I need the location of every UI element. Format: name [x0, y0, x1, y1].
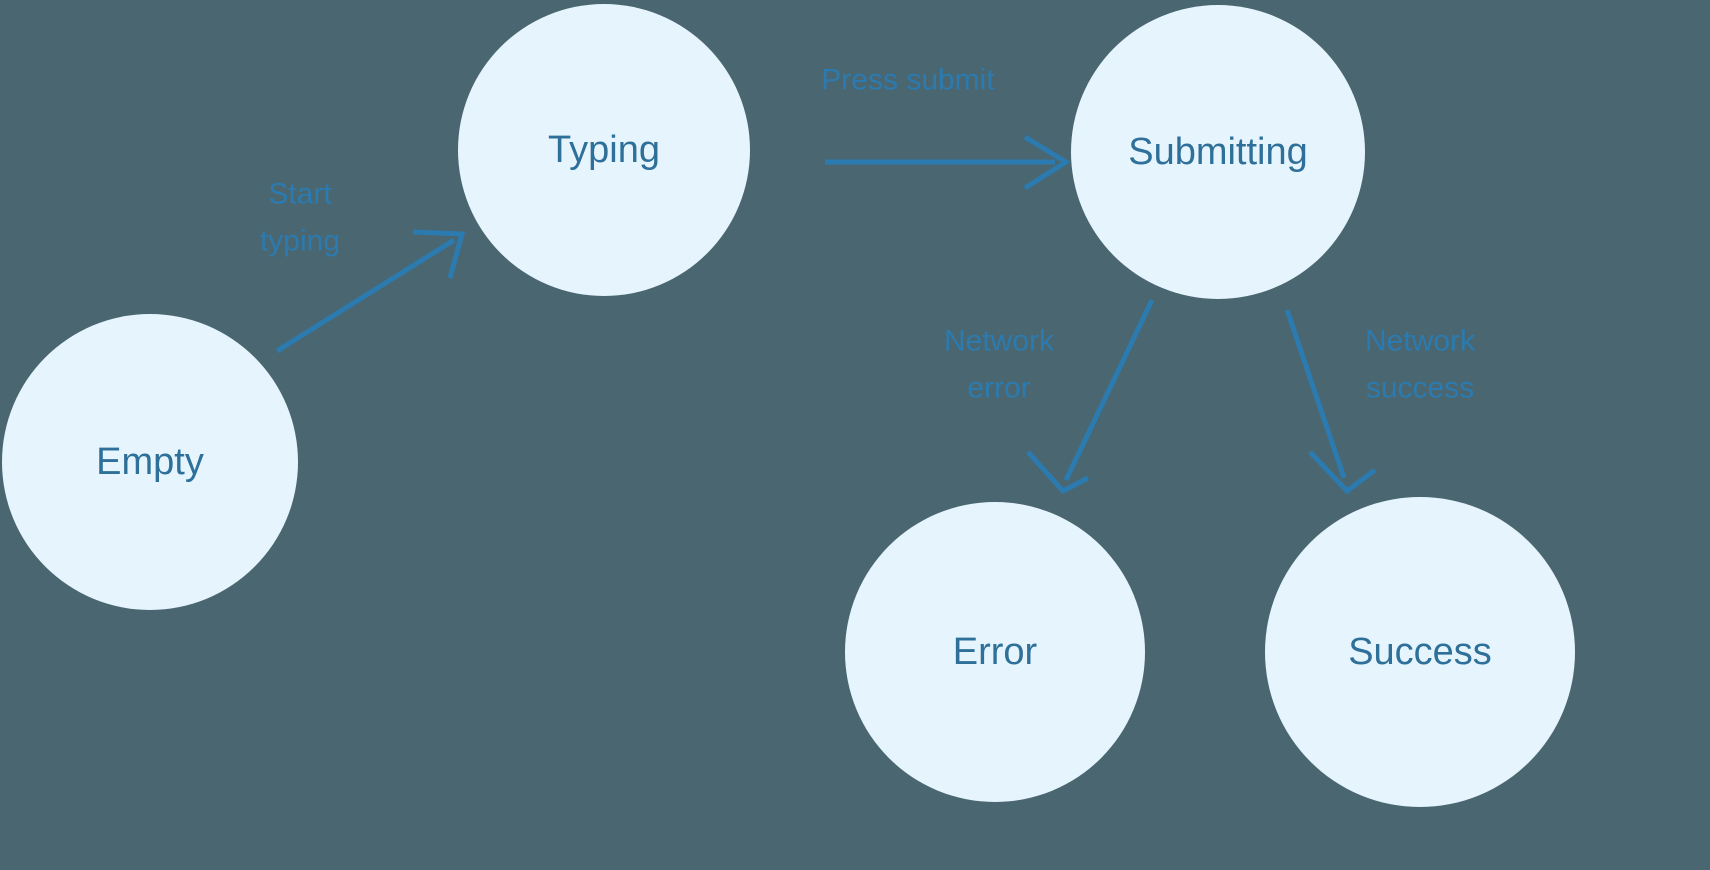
edge-label-network-error-line-1: Network [944, 325, 1055, 358]
node-typing[interactable]: Typing [458, 4, 750, 296]
node-success[interactable]: Success [1265, 497, 1575, 807]
edge-label-start-typing-line-2: typing [260, 225, 340, 258]
node-submitting[interactable]: Submitting [1071, 5, 1365, 299]
edge-empty-to-typing: Start typing [260, 178, 466, 354]
node-typing-label: Typing [548, 129, 660, 171]
edge-line-network-error [1063, 298, 1155, 482]
node-success-label: Success [1348, 631, 1492, 673]
edge-label-network-error-line-2: error [967, 372, 1030, 405]
arrowhead-network-success [1308, 450, 1377, 495]
edge-submitting-to-success: Network success [1284, 309, 1476, 495]
edge-submitting-to-error: Network error [944, 298, 1155, 495]
node-error-label: Error [953, 631, 1038, 673]
node-empty[interactable]: Empty [2, 314, 298, 610]
node-success-circle[interactable] [1265, 497, 1575, 807]
edge-line-network-success-body [1284, 309, 1347, 479]
edge-label-start-typing-line-1: Start [268, 178, 332, 211]
node-typing-circle[interactable] [458, 4, 750, 296]
node-empty-label: Empty [96, 441, 204, 483]
edge-line-start-typing [275, 237, 456, 354]
arrowhead-press-submit [1023, 134, 1071, 191]
node-submitting-label: Submitting [1128, 131, 1308, 173]
arrowhead-start-typing [412, 229, 466, 279]
edge-typing-to-submitting: Press submit [821, 64, 1071, 191]
node-error-circle[interactable] [845, 502, 1145, 802]
node-error[interactable]: Error [845, 502, 1145, 802]
edge-label-press-submit: Press submit [821, 64, 995, 97]
node-submitting-circle[interactable] [1071, 5, 1365, 299]
node-empty-circle[interactable] [2, 314, 298, 610]
edge-label-network-success-line-2: success [1366, 372, 1474, 405]
edge-label-network-success-line-1: Network [1365, 325, 1476, 358]
arrowhead-network-error [1026, 450, 1090, 495]
